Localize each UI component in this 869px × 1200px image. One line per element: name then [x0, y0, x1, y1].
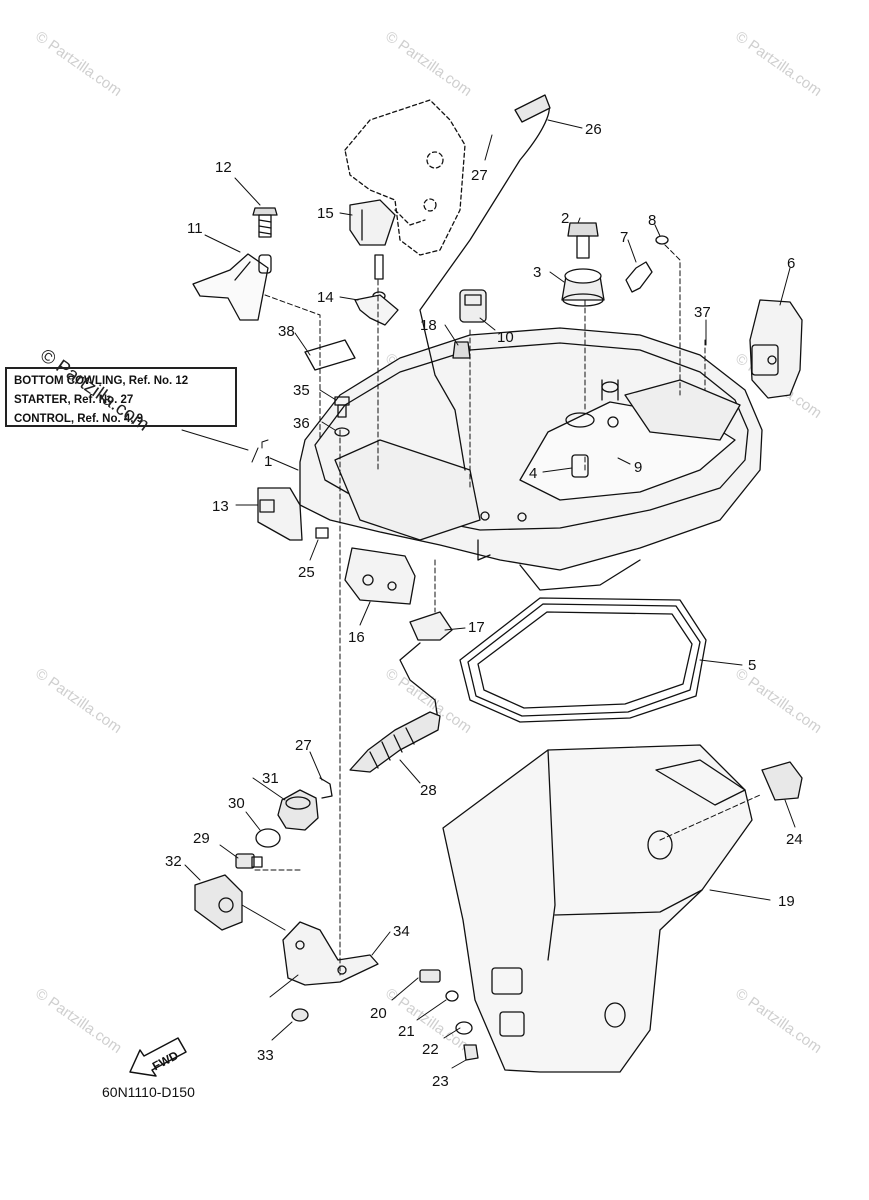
callout-10: 10 — [497, 329, 514, 346]
callout-4: 4 — [529, 465, 537, 482]
callout-8: 8 — [648, 212, 656, 229]
bottom-cowling-part — [299, 327, 763, 591]
callout-6: 6 — [787, 255, 795, 272]
callout-9: 9 — [634, 459, 642, 476]
callout-22: 22 — [422, 1041, 439, 1058]
cable-part — [349, 642, 441, 773]
fwd-arrow-icon: FWD — [129, 1037, 187, 1077]
plug-part — [452, 341, 471, 359]
callout-33: 33 — [257, 1047, 274, 1064]
clamp-part — [349, 199, 396, 246]
seal-part — [459, 597, 707, 723]
lower-cover-part — [442, 744, 753, 1073]
cap-part — [257, 487, 303, 541]
label-sticker-part — [304, 339, 356, 371]
callout-38: 38 — [278, 323, 295, 340]
note-line: CONTROL, Ref. No. 4, 9 — [14, 413, 144, 425]
callout-27: 27 — [295, 737, 312, 754]
callout-29: 29 — [193, 830, 210, 847]
pad-part — [315, 527, 329, 539]
bracket-part — [192, 253, 272, 321]
screw33-part — [291, 1008, 309, 1022]
cover-part — [749, 299, 803, 399]
callout-1: 1 — [264, 453, 272, 470]
callout-13: 13 — [212, 498, 229, 515]
reference-note-box: BOTTOM COWLING, Ref. No. 12 STARTER, Ref… — [5, 367, 237, 427]
callout-30: 30 — [228, 795, 245, 812]
callout-7: 7 — [620, 229, 628, 246]
plate-part — [282, 921, 379, 986]
callout-21: 21 — [398, 1023, 415, 1040]
callout-2: 2 — [561, 210, 569, 227]
callout-5: 5 — [748, 657, 756, 674]
callout-16: 16 — [348, 629, 365, 646]
callout-35: 35 — [293, 382, 310, 399]
callout-28: 28 — [420, 782, 437, 799]
callout-20: 20 — [370, 1005, 387, 1022]
grommet24-part — [761, 761, 803, 801]
holder-part — [354, 254, 399, 326]
note-line: BOTTOM COWLING, Ref. No. 12 — [14, 375, 189, 387]
callout-3: 3 — [533, 264, 541, 281]
callout-32: 32 — [165, 853, 182, 870]
rubber-grommet-part — [459, 289, 487, 323]
fasteners-part — [419, 969, 479, 1061]
knob-part — [277, 777, 333, 831]
callout-18: 18 — [420, 317, 437, 334]
callout-14: 14 — [317, 289, 334, 306]
callout-23: 23 — [432, 1073, 449, 1090]
screw-part — [334, 396, 350, 437]
callout-36: 36 — [293, 415, 310, 432]
bolt-part — [252, 207, 278, 238]
callout-34: 34 — [393, 923, 410, 940]
diagram-code: 60N1110-D150 — [102, 1084, 195, 1100]
note-line: STARTER, Ref. No. 27 — [14, 394, 134, 406]
bolt-washer-part — [625, 235, 669, 293]
callout-24: 24 — [786, 831, 803, 848]
grommet-part — [561, 222, 605, 307]
callout-27: 27 — [471, 167, 488, 184]
callout-37: 37 — [694, 304, 711, 321]
callout-12: 12 — [215, 159, 232, 176]
callout-11: 11 — [187, 220, 203, 237]
fitting-part — [194, 828, 281, 931]
callout-25: 25 — [298, 564, 315, 581]
engine-outline — [344, 99, 466, 256]
callout-26: 26 — [585, 121, 602, 138]
callout-31: 31 — [262, 770, 279, 787]
grommet17-part — [409, 611, 453, 641]
callout-15: 15 — [317, 205, 334, 222]
panel-part — [344, 547, 416, 605]
callout-17: 17 — [468, 619, 485, 636]
callout-19: 19 — [778, 893, 795, 910]
